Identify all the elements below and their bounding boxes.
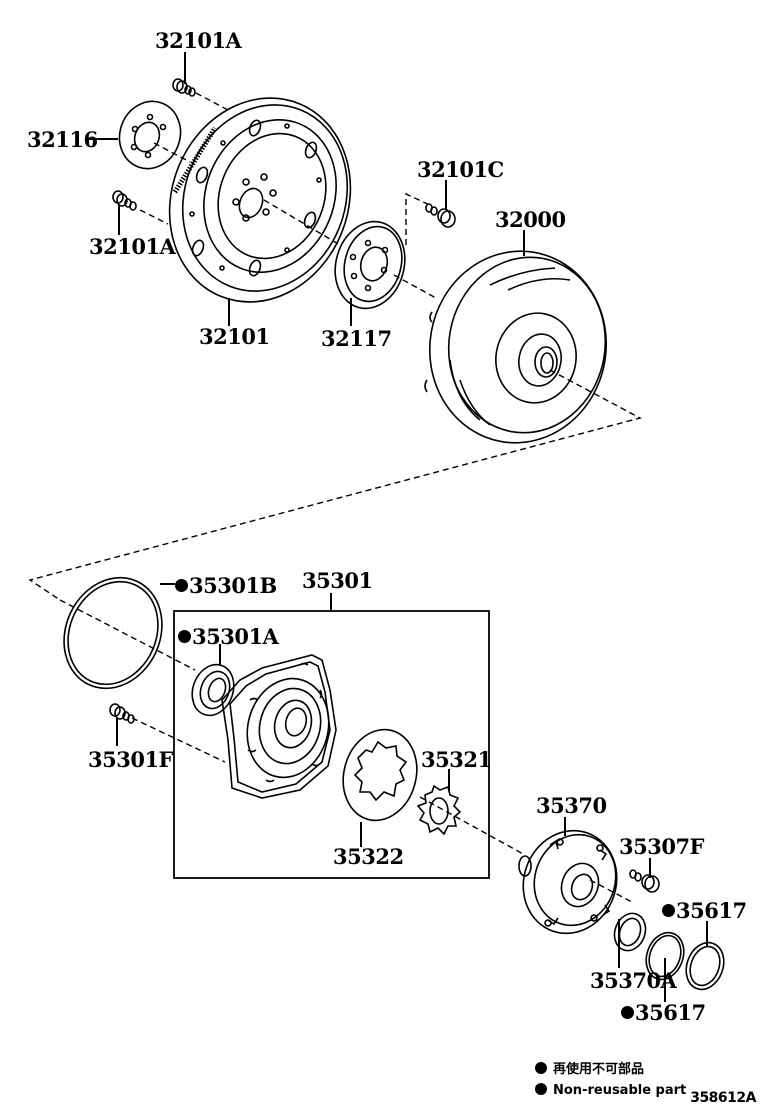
part-label-35301F[interactable]: 35301F (88, 749, 173, 770)
legend-text: Non-reusable part (553, 1083, 687, 1098)
part-label-35370[interactable]: 35370 (536, 795, 607, 816)
legend-line-english: Non-reusable part (535, 1083, 686, 1097)
bolt-32101A-upper-drawing (172, 78, 196, 97)
part-number: 32101C (417, 157, 504, 182)
part-number: 32101 (199, 324, 270, 349)
bolt-35301F-drawing (109, 703, 135, 724)
assembly-centerlines (28, 92, 642, 903)
torque-converter-32000-drawing (424, 250, 608, 444)
part-number: 32116 (27, 127, 98, 152)
part-number: 35321 (421, 747, 492, 772)
part-number: 35307F (619, 834, 704, 859)
bolt-35307F-drawing (629, 869, 660, 893)
non-reusable-dot-icon (662, 904, 675, 917)
part-number: 32101A (155, 28, 242, 53)
spacer-32117-drawing (334, 220, 406, 310)
part-number: 32101A (89, 234, 176, 259)
part-number: 35301B (189, 573, 277, 598)
part-label-35307F[interactable]: 35307F (619, 836, 704, 857)
part-label-32117[interactable]: 32117 (321, 328, 392, 349)
part-label-35321[interactable]: 35321 (421, 749, 492, 770)
part-label-32101C[interactable]: 32101C (417, 159, 504, 180)
part-label-32116[interactable]: 32116 (27, 129, 98, 150)
part-number: 35322 (333, 844, 404, 869)
part-number: 35301A (192, 624, 279, 649)
assembly-35301-box (173, 610, 490, 879)
legend-text: 再使用不可部品 (553, 1062, 645, 1077)
drive-gear-35321-drawing (416, 784, 462, 836)
drive-plate-32101-drawing (168, 97, 352, 303)
plate-32116-drawing (118, 100, 182, 170)
bolt-32101C-drawing (425, 203, 456, 228)
non-reusable-dot-icon (535, 1062, 547, 1074)
non-reusable-dot-icon (178, 630, 191, 643)
bolt-32101A-lower-drawing (112, 190, 137, 211)
part-label-35301A[interactable]: 35301A (178, 624, 279, 649)
part-number: 35370A (590, 968, 677, 993)
non-reusable-dot-icon (621, 1006, 634, 1019)
driven-gear-35322-drawing (342, 728, 418, 822)
part-label-32101[interactable]: 32101 (199, 326, 270, 347)
part-label-35301B[interactable]: 35301B (175, 575, 277, 596)
stator-shaft-35370-drawing (518, 829, 618, 935)
part-label-35617-lower[interactable]: 35617 (621, 1002, 706, 1023)
part-number: 32000 (495, 207, 566, 232)
non-reusable-dot-icon (175, 579, 188, 592)
part-label-35370A[interactable]: 35370A (590, 968, 677, 993)
part-number: 35301F (88, 747, 173, 772)
diagram-reference-code: 358612A (690, 1090, 756, 1106)
o-ring-35301B-drawing (63, 576, 163, 690)
part-number: 32117 (321, 326, 392, 351)
part-label-32101A-upper[interactable]: 32101A (155, 28, 242, 53)
part-label-32000[interactable]: 32000 (495, 209, 566, 230)
part-number: 35617 (635, 1000, 706, 1025)
part-label-35617-right[interactable]: 35617 (662, 900, 747, 921)
seal-ring-35617-right-drawing (685, 941, 725, 991)
part-number: 35301 (302, 568, 373, 593)
bushing-35370A-drawing (613, 912, 647, 952)
non-reusable-dot-icon (535, 1083, 547, 1095)
legend-line-japanese: 再使用不可部品 (535, 1062, 644, 1076)
part-number: 35370 (536, 793, 607, 818)
seal-ring-35617-lower-drawing (645, 931, 685, 981)
leader-lines (86, 52, 708, 1002)
oil-seal-35301A-drawing (191, 663, 235, 717)
part-number: 35617 (676, 898, 747, 923)
part-label-35322[interactable]: 35322 (333, 846, 404, 867)
pump-body-drawing (221, 654, 337, 799)
part-label-35301[interactable]: 35301 (302, 570, 373, 591)
part-label-32101A-lower[interactable]: 32101A (89, 234, 176, 259)
